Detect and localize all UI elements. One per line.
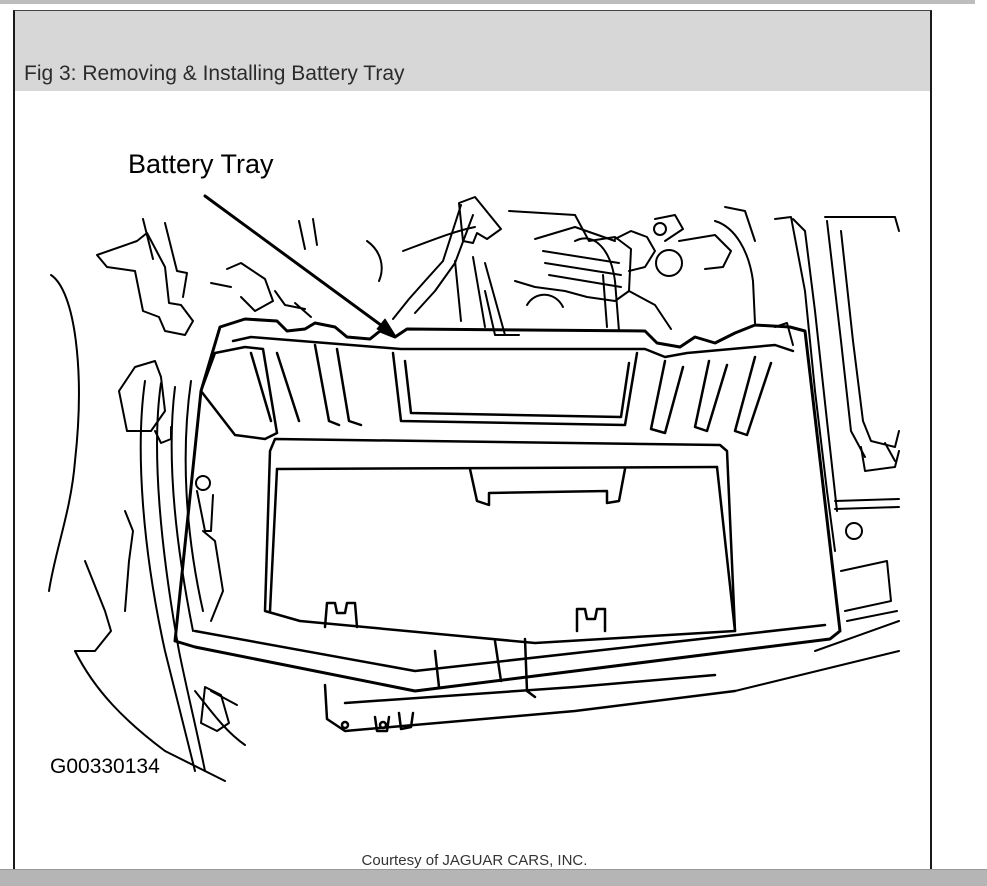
window-top-edge xyxy=(0,0,987,4)
left-harness xyxy=(48,218,274,782)
figure-caption: Fig 3: Removing & Installing Battery Tra… xyxy=(24,62,405,85)
figure-id: G00330134 xyxy=(50,755,160,778)
right-panel xyxy=(734,216,900,692)
battery-tray-callout-label: Battery Tray xyxy=(128,149,274,179)
top-connectors xyxy=(274,196,756,336)
document-page: Fig 3: Removing & Installing Battery Tra… xyxy=(13,10,932,885)
courtesy-line: Courtesy of JAGUAR CARS, INC. xyxy=(361,852,588,869)
window-bottom-bar xyxy=(0,869,987,886)
right-margin xyxy=(975,0,987,869)
figure-caption-bar: Fig 3: Removing & Installing Battery Tra… xyxy=(15,11,930,91)
battery-tray xyxy=(173,317,842,733)
battery-tray-illustration xyxy=(48,194,900,782)
